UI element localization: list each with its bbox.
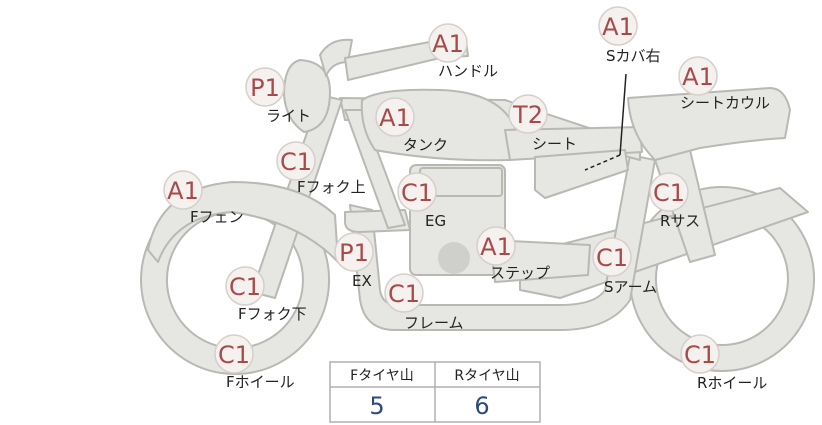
condition-code-r-suspension: C1 bbox=[653, 179, 685, 207]
badge-circle-f-wheel bbox=[214, 334, 254, 374]
tread-depth-table: Fタイヤ山 Rタイヤ山 5 6 bbox=[329, 361, 541, 423]
badge-circle-r-suspension bbox=[649, 172, 689, 212]
condition-code-s-arm: C1 bbox=[596, 244, 628, 272]
part-label-f-fender: Fフェン bbox=[190, 208, 244, 226]
condition-code-step: A1 bbox=[480, 233, 512, 261]
condition-code-f-fork-upper: C1 bbox=[280, 148, 312, 176]
badge-circle-light bbox=[245, 67, 285, 107]
frame-diagonal-shape bbox=[344, 109, 406, 229]
table-value-front: 5 bbox=[369, 392, 384, 420]
part-badge-seat-cowl: A1 シートカウル bbox=[678, 56, 770, 112]
badge-circle-f-fork-lower bbox=[225, 266, 265, 306]
part-label-r-suspension: Rサス bbox=[660, 212, 700, 230]
part-label-eg: EG bbox=[425, 212, 446, 230]
part-label-light: ライト bbox=[266, 107, 311, 125]
table-header-rear: Rタイヤ山 bbox=[454, 368, 519, 384]
part-label-f-fork-upper: Fフォク上 bbox=[297, 178, 366, 196]
part-label-ex: EX bbox=[352, 272, 372, 290]
headlight-shape bbox=[283, 59, 331, 133]
badge-circle-s-cover-right bbox=[598, 6, 638, 46]
part-label-r-wheel: Rホイール bbox=[697, 374, 767, 392]
table-value-rear: 6 bbox=[474, 392, 489, 420]
condition-code-f-fender: A1 bbox=[167, 177, 199, 205]
engine-cover bbox=[438, 242, 470, 274]
badge-circle-r-wheel bbox=[680, 334, 720, 374]
part-badge-handle: A1 ハンドル bbox=[428, 23, 498, 80]
part-label-step: ステップ bbox=[490, 264, 550, 282]
badge-circle-seat bbox=[508, 94, 548, 134]
condition-code-seat-cowl: A1 bbox=[682, 63, 714, 91]
badge-circle-tank bbox=[375, 97, 415, 137]
side-cover-shape bbox=[534, 149, 629, 199]
part-badges: A1ハンドルA1Sカバ右P1ライトA1シートカウルA1タンクT2シートC1Fフォ… bbox=[163, 6, 770, 392]
condition-code-ex: P1 bbox=[339, 239, 369, 267]
condition-code-r-wheel: C1 bbox=[684, 341, 716, 369]
part-label-seat-cowl: シートカウル bbox=[680, 94, 770, 112]
condition-code-light: P1 bbox=[250, 74, 280, 102]
part-label-frame: フレーム bbox=[404, 314, 464, 332]
badge-circle-frame bbox=[384, 273, 424, 313]
condition-code-seat: T2 bbox=[512, 101, 543, 129]
part-label-seat: シート bbox=[532, 135, 577, 153]
tail-cowl-shape bbox=[627, 87, 791, 161]
table-header-front: Fタイヤ山 bbox=[350, 368, 414, 384]
part-label-s-arm: Sアーム bbox=[604, 278, 657, 296]
part-badge-seat: T2 シート bbox=[508, 94, 577, 153]
s-cover-pointer-line bbox=[619, 73, 627, 156]
part-badge-frame: C1 フレーム bbox=[384, 273, 464, 332]
condition-code-handle: A1 bbox=[432, 30, 464, 58]
part-label-f-wheel: Fホイール bbox=[226, 373, 295, 391]
badge-circle-eg bbox=[397, 172, 437, 212]
swing-arm-shape bbox=[519, 187, 809, 299]
condition-code-tank: A1 bbox=[379, 104, 411, 132]
badge-circle-seat-cowl bbox=[678, 56, 718, 96]
condition-code-f-wheel: C1 bbox=[218, 341, 250, 369]
badge-circle-f-fender bbox=[163, 170, 203, 210]
part-badge-step: A1 ステップ bbox=[476, 226, 550, 282]
badge-circle-ex bbox=[334, 232, 374, 272]
part-label-handle: ハンドル bbox=[438, 62, 498, 80]
part-label-tank: タンク bbox=[403, 136, 448, 154]
condition-code-s-cover-right: A1 bbox=[602, 13, 634, 41]
condition-code-eg: C1 bbox=[401, 179, 433, 207]
part-badge-light: P1 ライト bbox=[245, 67, 311, 125]
part-label-s-cover-right: Sカバ右 bbox=[606, 47, 661, 65]
part-label-f-fork-lower: Fフォク下 bbox=[238, 305, 307, 323]
part-badge-tank: A1 タンク bbox=[375, 97, 448, 154]
badge-circle-step bbox=[476, 226, 516, 266]
badge-circle-s-arm bbox=[592, 237, 632, 277]
badge-circle-f-fork-upper bbox=[276, 141, 316, 181]
s-cover-pointer-dash bbox=[584, 154, 621, 171]
badge-circle-handle bbox=[428, 23, 468, 63]
condition-code-frame: C1 bbox=[388, 280, 420, 308]
condition-code-f-fork-lower: C1 bbox=[229, 273, 261, 301]
